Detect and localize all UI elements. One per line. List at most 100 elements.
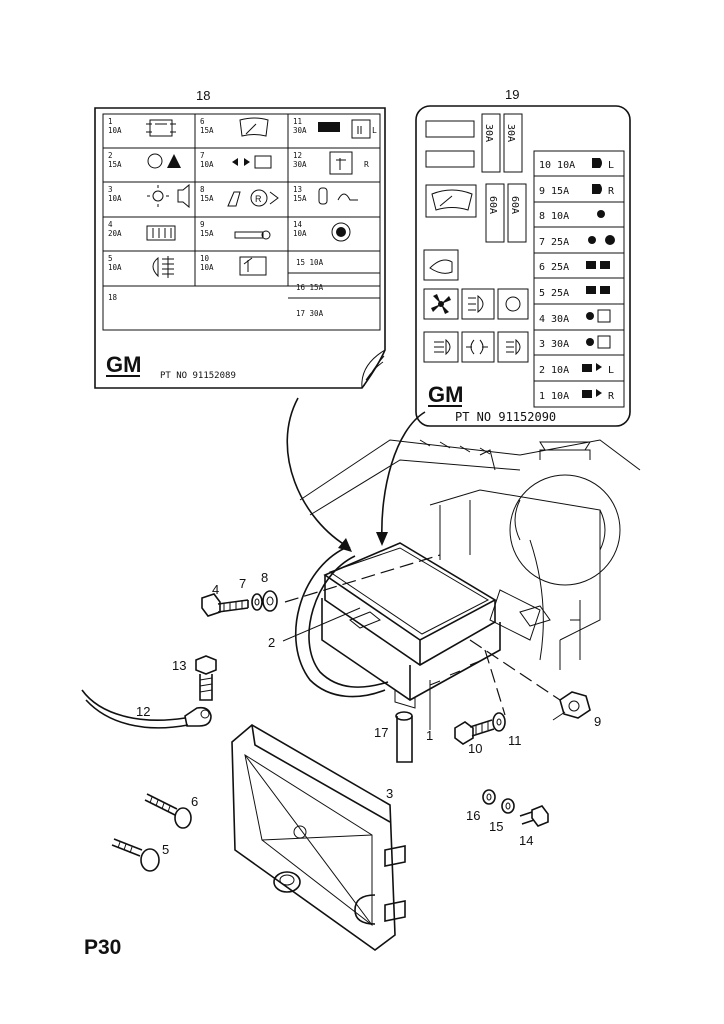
card18-cell-amp: 15A bbox=[200, 229, 214, 238]
leader-lines bbox=[282, 607, 566, 730]
seat-heater-icon: R bbox=[227, 189, 279, 207]
svg-text:R: R bbox=[255, 194, 262, 204]
card19-row: 3 30A bbox=[539, 339, 569, 350]
bolt-4 bbox=[201, 593, 249, 617]
alignment-line bbox=[469, 639, 561, 701]
engine-bay-background bbox=[299, 439, 641, 670]
fan-icon bbox=[423, 288, 459, 320]
card18-cell-amp: 15A bbox=[200, 194, 214, 203]
large-fuse-label: 30A bbox=[505, 124, 516, 142]
bolt-10 bbox=[454, 719, 495, 745]
card18-cell-num: 13 bbox=[293, 185, 302, 194]
card18-row-16: 16 15A bbox=[296, 283, 324, 292]
callout-13: 13 bbox=[172, 658, 186, 673]
alignment-line bbox=[284, 554, 441, 603]
row-icons bbox=[582, 158, 615, 398]
card18-cell-num: 12 bbox=[293, 151, 302, 160]
callout-19: 19 bbox=[505, 87, 519, 102]
callout-3: 3 bbox=[386, 786, 393, 801]
card18-cell-num: 2 bbox=[108, 151, 113, 160]
card18-cell-num: 5 bbox=[108, 254, 113, 263]
card18-cell-num: 7 bbox=[200, 151, 205, 160]
callout-7: 7 bbox=[239, 576, 246, 591]
fuse-card-19: 19 30A 30A 60A 60A 10 10A 9 bbox=[415, 87, 631, 427]
callout-14: 14 bbox=[519, 833, 533, 848]
callout-9: 9 bbox=[594, 714, 601, 729]
callout-16: 16 bbox=[466, 808, 480, 823]
card19-row: 10 10A bbox=[539, 160, 575, 171]
card18-suffix-R: R bbox=[364, 160, 369, 169]
page-code: P30 bbox=[84, 936, 121, 959]
card18-cell-num: 3 bbox=[108, 185, 113, 194]
card18-cell-num: 11 bbox=[293, 117, 302, 126]
sleeve-17 bbox=[395, 711, 413, 763]
callout-15: 15 bbox=[489, 819, 503, 834]
card19-row: 9 15A bbox=[539, 186, 569, 197]
card18-cell-amp: 10A bbox=[108, 126, 122, 135]
callout-18: 18 bbox=[196, 88, 210, 103]
cover-3 bbox=[231, 724, 406, 951]
window-icon bbox=[318, 119, 371, 139]
ground-cable-12 bbox=[81, 689, 212, 729]
callout-11: 11 bbox=[508, 733, 522, 748]
card19-part-number: PT NO 91152090 bbox=[455, 410, 556, 424]
card19-row: 6 25A bbox=[539, 262, 569, 273]
nut-9 bbox=[559, 691, 591, 719]
card19-row-suffix: R bbox=[608, 186, 615, 197]
callout-2: 2 bbox=[268, 635, 275, 650]
large-fuse-label: 60A bbox=[487, 196, 498, 214]
hazard-icon bbox=[147, 153, 181, 169]
card18-cell-amp: 10A bbox=[200, 263, 214, 272]
main-beam-icon bbox=[461, 331, 495, 363]
card19-row: 8 10A bbox=[539, 211, 569, 222]
gm-logo: GM bbox=[106, 352, 141, 377]
card18-row-15: 15 10A bbox=[296, 258, 324, 267]
washer-7 bbox=[251, 593, 263, 611]
callout-8: 8 bbox=[261, 570, 268, 585]
card18-cell-amp: 20A bbox=[108, 229, 122, 238]
compressor-icon bbox=[497, 288, 529, 320]
callout-6: 6 bbox=[191, 794, 198, 809]
card18-cell-amp: 15A bbox=[200, 126, 214, 135]
horn-icon bbox=[423, 249, 459, 281]
callout-17: 17 bbox=[374, 725, 388, 740]
screw-5 bbox=[111, 838, 160, 872]
card18-cell-amp: 15A bbox=[108, 160, 122, 169]
arrow-card18 bbox=[286, 397, 351, 549]
interior-light-icon bbox=[318, 187, 358, 205]
card18-cell-num: 10 bbox=[200, 254, 210, 263]
headlamp-icon bbox=[461, 288, 495, 320]
card18-cell-amp: 10A bbox=[108, 194, 122, 203]
card18-cell-num: 9 bbox=[200, 220, 205, 229]
bolt-13 bbox=[195, 655, 217, 701]
arrow-card19 bbox=[381, 411, 426, 541]
screw-6 bbox=[144, 793, 192, 829]
bolt-14 bbox=[519, 805, 549, 827]
washer-15 bbox=[501, 798, 515, 814]
card18-cell-num: 6 bbox=[200, 117, 205, 126]
card19-row-suffix: L bbox=[608, 365, 614, 376]
alignment-line bbox=[484, 649, 506, 716]
callout-10: 10 bbox=[468, 741, 482, 756]
gm-logo: GM bbox=[428, 382, 463, 407]
lamp-horn-icon bbox=[147, 183, 190, 209]
card19-row: 4 30A bbox=[539, 314, 569, 325]
card19-row: 2 10A bbox=[539, 365, 569, 376]
card18-cell-amp: 30A bbox=[293, 126, 307, 135]
rear-defrost-icon bbox=[146, 225, 176, 241]
washer-16 bbox=[482, 789, 496, 805]
card19-row: 5 25A bbox=[539, 288, 569, 299]
card18-cell-amp: 10A bbox=[293, 229, 307, 238]
card19-row-suffix: L bbox=[608, 160, 614, 171]
card18-cell-amp: 15A bbox=[293, 194, 307, 203]
card18-cell-num: 1 bbox=[108, 117, 113, 126]
washer-8 bbox=[262, 590, 278, 612]
wiper-icon bbox=[239, 117, 269, 137]
fuse-card-18: 18 1 10A 2 15A 3 10A 4 20A 5 10A 6 15A bbox=[94, 88, 386, 389]
cable-harness bbox=[295, 547, 386, 698]
card19-row: 1 10A bbox=[539, 391, 569, 402]
card18-row-17: 17 30A bbox=[296, 309, 324, 318]
horn-key-icon bbox=[234, 230, 271, 240]
callout-4: 4 bbox=[212, 582, 219, 597]
